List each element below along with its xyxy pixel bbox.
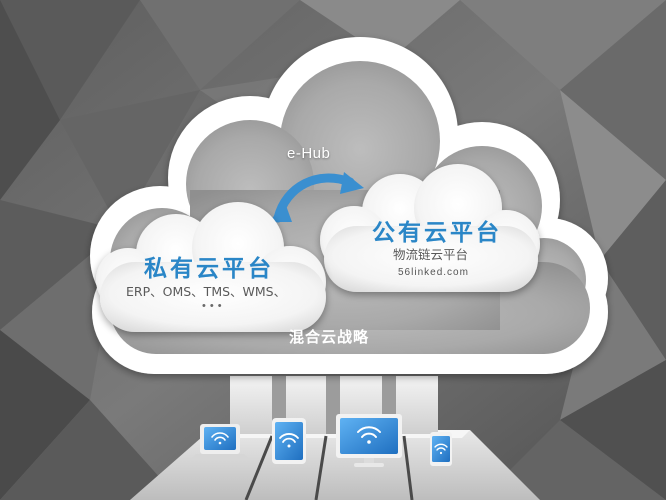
wifi-icon bbox=[357, 426, 381, 444]
public-cloud-url: 56linked.com bbox=[398, 267, 469, 278]
monitor-device bbox=[336, 414, 402, 467]
private-cloud-title: 私有云平台 bbox=[144, 256, 274, 282]
public-cloud-shape bbox=[320, 164, 540, 292]
hybrid-cloud-label: 混合云战略 bbox=[289, 328, 370, 346]
laptop-device bbox=[190, 424, 250, 460]
ehub-arrow-icon bbox=[270, 172, 364, 223]
ehub-label: e-Hub bbox=[287, 145, 331, 162]
cloud-pillars bbox=[230, 376, 438, 434]
private-cloud-shape bbox=[96, 202, 326, 332]
wifi-icon bbox=[211, 432, 229, 445]
wifi-icon bbox=[279, 433, 299, 448]
private-cloud-systems: ERP、OMS、TMS、WMS、 bbox=[126, 284, 287, 299]
private-cloud-ellipsis: ••• bbox=[202, 300, 226, 312]
public-cloud-subtitle: 物流链云平台 bbox=[393, 247, 469, 262]
phone-device bbox=[430, 432, 452, 466]
tablet-device bbox=[272, 418, 306, 464]
wifi-icon bbox=[434, 443, 448, 455]
public-cloud-title: 公有云平台 bbox=[372, 220, 502, 246]
